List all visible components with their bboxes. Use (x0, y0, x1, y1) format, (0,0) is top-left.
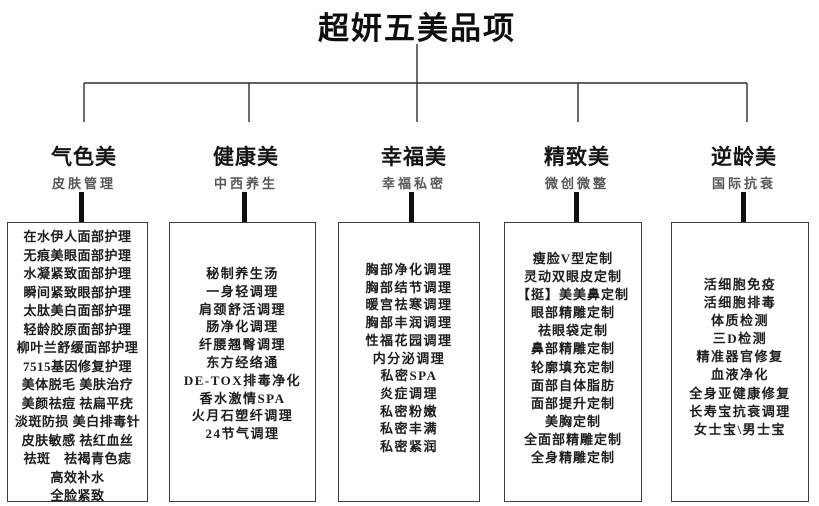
category-header-qisemei: 气色美 皮肤管理 (9, 146, 159, 192)
treatment-item: 面部自体脂肪 (530, 377, 615, 393)
treatment-item: 三D检测 (712, 331, 768, 347)
treatment-item: 美胸定制 (544, 413, 601, 429)
treatment-item: 柳叶兰舒缓面部护理 (16, 340, 139, 355)
treatment-item: 轻龄胶原面部护理 (23, 321, 132, 337)
treatment-item: 鼻部精雕定制 (530, 341, 615, 357)
treatment-item: 太肽美白面部护理 (23, 303, 132, 318)
treatment-item: 东方经络通 (206, 354, 279, 370)
category-subtitle: 皮肤管理 (51, 176, 116, 191)
treatment-item: 祛斑 祛褐青色痣 (23, 451, 132, 466)
treatment-item: 全面部精雕定制 (523, 431, 622, 447)
treatment-item: 一身轻调理 (206, 283, 279, 299)
treatment-item: 活细胞排毒 (703, 295, 777, 311)
treatment-item: 暖宫祛寒调理 (365, 297, 453, 313)
treatment-item: 全身精雕定制 (530, 450, 615, 466)
header-box-connector (409, 192, 414, 222)
treatment-item: 全脸紧致 (50, 488, 105, 503)
category-subtitle: 幸福私密 (381, 176, 446, 191)
treatment-item: 私密粉嫩 (379, 403, 438, 419)
category-title: 健康美 (213, 146, 279, 169)
diagram-title: 超妍五美品项 (318, 11, 516, 46)
treatment-item: 面部提升定制 (530, 395, 615, 411)
treatment-item: 肠净化调理 (206, 319, 279, 335)
treatment-item: 私密紧润 (379, 439, 438, 455)
treatment-item: 美体脱毛 美肤治疗 (21, 377, 134, 392)
category-box-qisemei: 在水伊人面部护理无痕美眼面部护理水凝紧致面部护理瞬间紧致眼部护理太肽美白面部护理… (7, 222, 148, 503)
treatment-item: 无痕美眼面部护理 (23, 247, 132, 263)
treatment-item: 眼部精雕定制 (530, 305, 615, 321)
header-box-connector (79, 192, 84, 222)
category-box-jiankangmei: 秘制养生汤一身轻调理肩颈舒活调理肠净化调理纤腰翘臀调理东方经络通 DE-TOX排毒… (169, 222, 316, 502)
treatment-item: 活细胞免疫 (703, 277, 777, 292)
category-header-xingfumei: 幸福美 幸福私密 (339, 146, 489, 192)
treatment-item: 肩颈舒活调理 (198, 301, 286, 317)
category-header-nilingmei: 逆龄美 国际抗衰 (669, 146, 819, 192)
treatment-item: 祛眼袋定制 (537, 323, 608, 339)
category-box-xingfumei: 胸部净化调理胸部结节调理暖宫祛寒调理胸部丰润调理性福花园调理内分泌调理私密SPA… (338, 222, 480, 502)
treatment-item: 长寿宝抗衰调理 (689, 403, 791, 419)
treatment-item: 私密丰满 (379, 421, 438, 437)
category-subtitle: 微创微整 (544, 176, 609, 191)
treatment-item: 在水伊人面部护理 (23, 229, 132, 244)
treatment-item: 内分泌调理 (372, 350, 446, 366)
treatment-item: 高效补水 (50, 469, 105, 485)
header-box-connector (574, 192, 579, 222)
treatment-item: 炎症调理 (379, 385, 438, 401)
category-title: 逆龄美 (711, 146, 777, 169)
treatment-item: 纤腰翘臀调理 (198, 337, 286, 353)
category-header-jingzhimei: 精致美 微创微整 (502, 146, 652, 192)
treatment-item: 胸部丰润调理 (365, 315, 453, 331)
treatment-item: 香水激情SPA (199, 390, 286, 406)
category-subtitle: 中西养生 (213, 176, 278, 191)
category-title: 幸福美 (381, 146, 447, 169)
treatment-item: 7515基因修复护理 (22, 358, 132, 374)
treatment-item: 皮肤敏感 祛红血丝 (21, 432, 134, 448)
treatment-item: 精准器官修复 (696, 349, 784, 365)
treatment-item: 【挺】美美鼻定制 (516, 287, 629, 303)
treatment-item: DE-TOX排毒净化 (183, 372, 302, 388)
treatment-item: 火月石塑纤调理 (191, 408, 294, 424)
treatment-item: 女士宝\男士宝 (693, 421, 787, 437)
treatment-item: 性福花园调理 (365, 332, 453, 348)
category-subtitle: 国际抗衰 (711, 176, 776, 191)
treatment-item: 体质检测 (710, 313, 769, 329)
category-header-jiankangmei: 健康美 中西养生 (171, 146, 321, 192)
category-box-jingzhimei: 瘦脸V型定制灵动双眼皮定制【挺】美美鼻定制眼部精雕定制祛眼袋定制鼻部精雕定制轮廓… (504, 222, 642, 502)
treatment-item: 私密SPA (380, 368, 438, 384)
treatment-item: 美颜祛痘 祛扁平疣 (21, 395, 134, 411)
category-title: 气色美 (51, 146, 117, 169)
category-box-nilingmei: 活细胞免疫活细胞排毒体质检测三D检测精准器官修复血液净化全身亚健康修复长寿宝抗衰… (671, 222, 809, 502)
treatment-item: 轮廓填充定制 (530, 359, 615, 375)
treatment-item: 全身亚健康修复 (689, 385, 791, 401)
treatment-item: 瘦脸V型定制 (532, 251, 614, 266)
treatment-item: 胸部结节调理 (365, 279, 453, 295)
treatment-item: 灵动双眼皮定制 (523, 269, 622, 285)
treatment-item: 水凝紧致面部护理 (23, 266, 132, 281)
treatment-item: 胸部净化调理 (365, 262, 453, 277)
header-box-connector (242, 192, 247, 222)
treatment-item: 秘制养生汤 (206, 266, 279, 281)
category-title: 精致美 (544, 146, 610, 169)
treatment-item: 淡斑防损 美白排毒针 (14, 414, 141, 429)
treatment-item: 瞬间紧致眼部护理 (23, 284, 132, 300)
treatment-item: 血液净化 (710, 367, 769, 383)
treatment-item: 24节气调理 (205, 426, 280, 442)
header-box-connector (741, 192, 746, 222)
